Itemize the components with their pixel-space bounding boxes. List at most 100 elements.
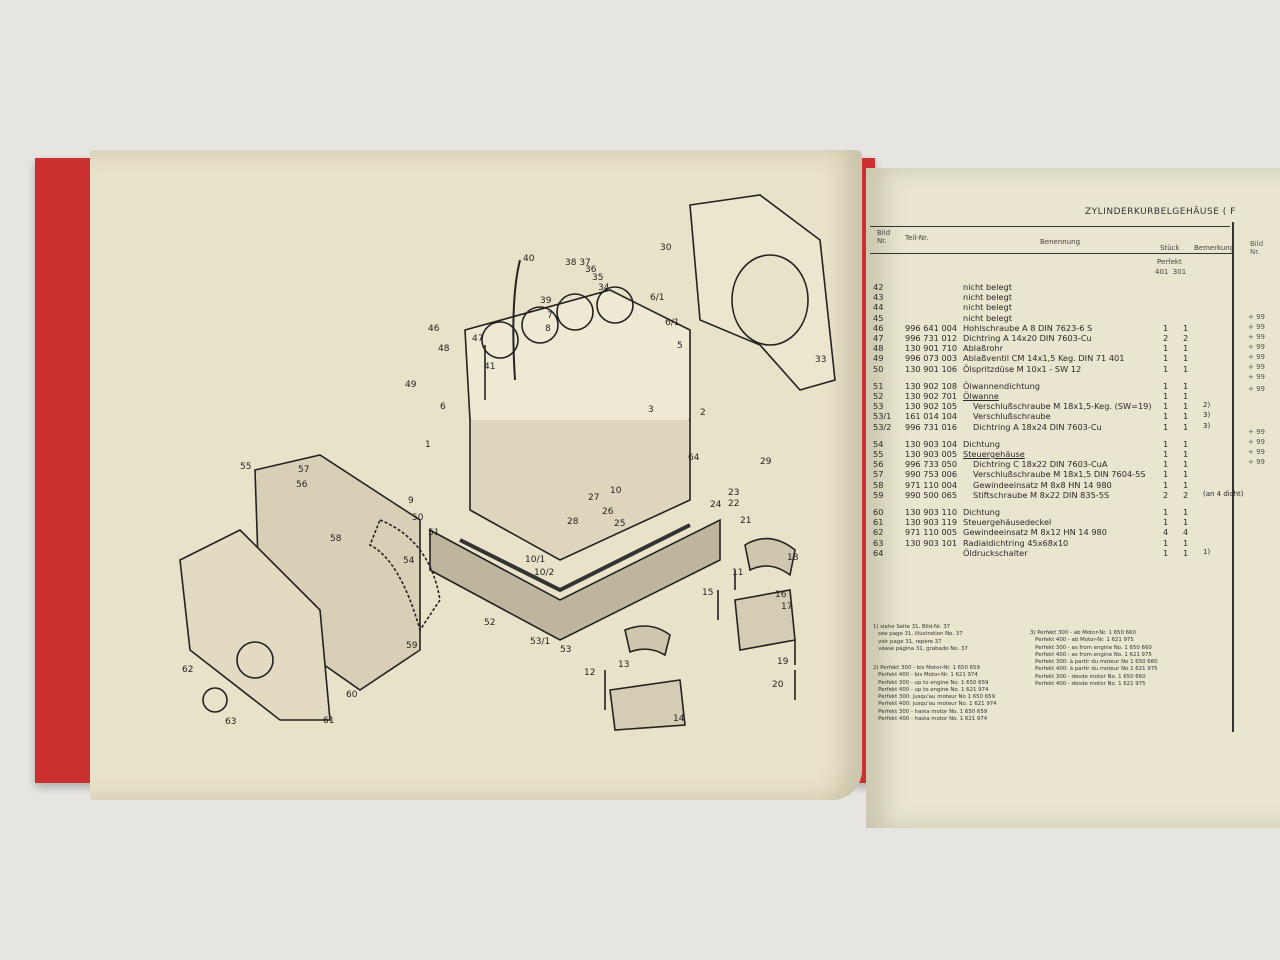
callout-label: 35: [592, 273, 604, 283]
cell-teil-nr: 161 014 104: [905, 411, 958, 422]
cell-bild-nr: 43: [873, 292, 884, 303]
cell-bild-nr: 57: [873, 469, 884, 480]
cell-stueck-301: 1: [1183, 479, 1189, 490]
callout-label: 10/1: [525, 555, 546, 565]
cell-stueck-301: 1: [1183, 353, 1189, 364]
next-column-mark: + 99: [1248, 448, 1265, 456]
callout-label: 61: [323, 716, 335, 726]
cell-stueck-401: 1: [1163, 537, 1169, 548]
cell-teil-nr: 971 110 004: [905, 479, 958, 490]
callout-label: 53/1: [530, 637, 551, 647]
callout-label: 25: [614, 519, 626, 529]
cell-teil-nr: 971 110 005: [905, 527, 958, 538]
callout-label: 11: [732, 568, 744, 578]
cell-bild-nr: 55: [873, 449, 884, 459]
cell-stueck-301: 1: [1183, 391, 1189, 401]
cell-stueck-301: 1: [1183, 547, 1189, 558]
cell-bild-nr: 45: [873, 312, 884, 323]
next-column-mark: + 99: [1248, 458, 1265, 466]
cell-stueck-401: 1: [1163, 517, 1169, 528]
cell-benennung: Steuergehäusedeckel: [963, 517, 1052, 528]
cell-stueck-401: 1: [1163, 391, 1169, 401]
next-column-mark: + 99: [1248, 323, 1265, 331]
callout-label: 26: [602, 507, 614, 517]
cell-stueck-401: 1: [1163, 469, 1169, 480]
cell-benennung: nicht belegt: [963, 292, 1012, 303]
cell-stueck-301: 1: [1183, 507, 1189, 517]
cell-benennung: Verschlußschraube: [973, 411, 1051, 422]
cell-bild-nr: 58: [873, 479, 884, 490]
callout-label: 3: [648, 405, 654, 415]
callout-label: 20: [772, 680, 784, 690]
next-column-mark: + 99: [1248, 373, 1265, 381]
cell-benennung: Dichtung: [963, 438, 1001, 449]
cell-benennung: Gewindeeinsatz M 8x12 HN 14 980: [963, 527, 1107, 538]
cell-benennung: Dichtring C 18x22 DIN 7603-CuA: [973, 459, 1108, 470]
cell-bild-nr: 54: [873, 438, 884, 449]
cell-stueck-301: 1: [1183, 537, 1189, 548]
cell-benennung: nicht belegt: [963, 302, 1012, 313]
callout-label: 50: [412, 513, 424, 523]
next-column-mark: + 99: [1248, 313, 1265, 321]
cell-bild-nr: 52: [873, 391, 884, 401]
next-column-mark: + 99: [1248, 363, 1265, 371]
cell-teil-nr: 130 902 701: [905, 391, 958, 401]
cell-benennung: Öldruckschalter: [963, 547, 1028, 558]
cell-bild-nr: 56: [873, 459, 884, 470]
callout-label: 12: [584, 668, 596, 678]
cell-bild-nr: 53/1: [873, 411, 892, 422]
cell-stueck-301: 1: [1183, 411, 1189, 422]
callout-label: 29: [760, 457, 772, 467]
callout-label: 55: [240, 462, 252, 472]
bearing-shell: [744, 537, 796, 577]
cell-bild-nr: 61: [873, 517, 884, 528]
cell-stueck-301: 1: [1183, 421, 1189, 432]
cell-bild-nr: 42: [873, 282, 884, 292]
cell-stueck-301: 1: [1183, 363, 1189, 374]
cell-benennung: nicht belegt: [963, 282, 1012, 292]
cell-bemerkung: 1): [1203, 547, 1211, 556]
next-column-mark: + 99: [1248, 343, 1265, 351]
cell-teil-nr: 996 731 012: [905, 333, 958, 343]
callout-label: 40: [523, 254, 535, 264]
cell-stueck-401: 1: [1163, 363, 1169, 374]
header-bemerkung: Bemerkung: [1194, 244, 1235, 252]
callout-label: 21: [740, 516, 752, 526]
next-column-mark: + 99: [1248, 353, 1265, 361]
callout-label: 51: [428, 528, 440, 538]
cell-benennung: Dichtring A 18x24 DIN 7603-Cu: [973, 421, 1102, 432]
footnote-2: 2) Perfekt 300 - bis Motor-Nr. 1 650 659…: [873, 665, 997, 723]
callout-label: 33: [815, 355, 827, 365]
footnote-1: 1) siehe Seite 31, Bild-Nr. 37 see page …: [873, 624, 968, 652]
cell-stueck-401: 1: [1163, 353, 1169, 364]
cell-bild-nr: 53/2: [873, 421, 892, 432]
callout-label: 6/1: [665, 318, 680, 328]
cell-stueck-301: 1: [1183, 401, 1189, 412]
cell-benennung: Ablaßventil CM 14x1,5 Keg. DIN 71 401: [963, 353, 1125, 364]
cell-teil-nr: 990 500 065: [905, 489, 958, 500]
cell-benennung: Gewindeeinsatz M 8x8 HN 14 980: [973, 479, 1112, 490]
cell-bild-nr: 44: [873, 302, 884, 313]
cell-stueck-301: 4: [1183, 527, 1189, 538]
cell-stueck-401: 1: [1163, 322, 1169, 333]
cell-teil-nr: 130 903 110: [905, 507, 958, 517]
cell-stueck-301: 1: [1183, 517, 1189, 528]
cell-benennung: Verschlußschraube M 18x1,5-Keg. (SW=19): [973, 401, 1152, 412]
callout-label: 53: [560, 645, 572, 655]
callout-label: 27: [588, 493, 600, 503]
cell-bild-nr: 51: [873, 380, 884, 391]
cell-stueck-301: 2: [1183, 333, 1189, 343]
gasket: [368, 518, 441, 632]
cell-stueck-401: 1: [1163, 547, 1169, 558]
cell-benennung: Radialdichtring 45x68x10: [963, 537, 1069, 548]
cell-stueck-401: 2: [1163, 489, 1169, 500]
callout-label: 48: [438, 344, 450, 354]
callout-label: 18: [787, 553, 799, 563]
callout-label: 15: [702, 588, 714, 598]
cell-bemerkung: (an 4 dicht): [1203, 489, 1244, 498]
cell-stueck-401: 1: [1163, 421, 1169, 432]
cell-teil-nr: 990 753 006: [905, 469, 958, 480]
cell-bild-nr: 50: [873, 363, 884, 374]
callout-label: 39: [540, 296, 552, 306]
cell-bild-nr: 49: [873, 353, 884, 364]
